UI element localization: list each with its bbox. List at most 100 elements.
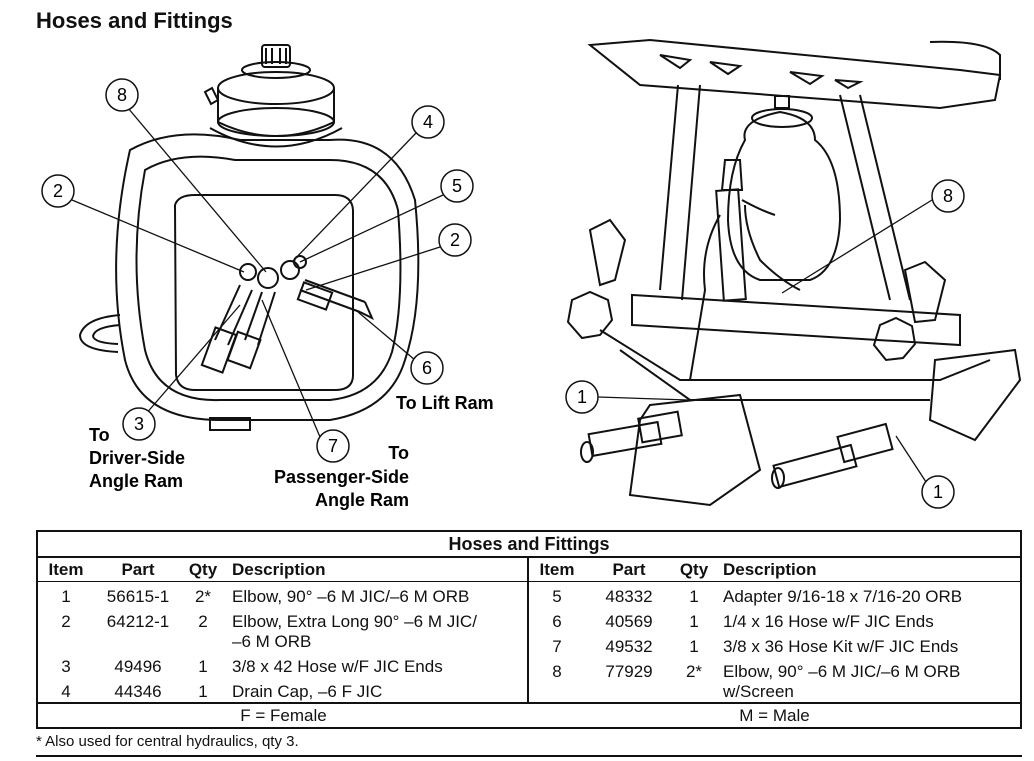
callout-8-right: 8 bbox=[931, 179, 965, 213]
cell-part: 49532 bbox=[605, 637, 653, 656]
cell-part: 64212-1 bbox=[106, 612, 170, 631]
cell-part: 56615-1 bbox=[106, 587, 170, 606]
label-to-lift-ram: To Lift Ram bbox=[396, 393, 494, 413]
cell-description: Drain Cap, –6 F JIC bbox=[232, 682, 383, 701]
cell-part: 77929 bbox=[605, 662, 653, 681]
svg-text:8: 8 bbox=[117, 85, 127, 105]
label-pass-line2: Angle Ram bbox=[315, 490, 409, 510]
header-description: Description bbox=[715, 558, 1020, 582]
table-legend: F = Female M = Male bbox=[38, 702, 1020, 727]
cell-item: 1 bbox=[61, 587, 71, 606]
callout-5: 5 bbox=[440, 169, 474, 203]
cell-qty: 1 bbox=[198, 682, 208, 701]
diagram-area: 8 4 2 5 2 6 3 7 To Lift Ram To Driver-Si… bbox=[41, 38, 1022, 510]
callout-2-upper: 2 bbox=[41, 174, 75, 208]
left-labels: To Lift Ram To Driver-Side Angle Ram To … bbox=[89, 393, 494, 510]
table-row: 6 40569 1 1/4 x 16 Hose w/F JIC Ends bbox=[529, 607, 1020, 632]
table-row: 8 77929 2* Elbow, 90° –6 M JIC/–6 M ORB … bbox=[529, 657, 1020, 702]
header-qty: Qty bbox=[182, 558, 224, 582]
right-leader-lines bbox=[597, 199, 933, 486]
svg-text:6: 6 bbox=[422, 358, 432, 378]
reservoir-illustration bbox=[78, 44, 420, 431]
legend-male: M = Male bbox=[739, 706, 810, 725]
cell-qty: 2* bbox=[685, 662, 703, 681]
cell-item: 3 bbox=[61, 657, 71, 676]
cell-description: 3/8 x 42 Hose w/F JIC Ends bbox=[232, 657, 443, 676]
svg-text:3: 3 bbox=[134, 414, 144, 434]
cell-description: 3/8 x 36 Hose Kit w/F JIC Ends bbox=[723, 637, 959, 656]
header-item: Item bbox=[529, 558, 585, 582]
cell-qty: 2* bbox=[194, 587, 212, 606]
label-pass-to: To bbox=[388, 443, 409, 463]
callout-4: 4 bbox=[411, 105, 445, 139]
cell-description: 1/4 x 16 Hose w/F JIC Ends bbox=[723, 612, 934, 631]
cell-item: 5 bbox=[552, 587, 562, 606]
callout-1-left: 1 bbox=[565, 380, 599, 414]
label-pass-line1: Passenger-Side bbox=[274, 467, 409, 487]
cell-description-line2: w/Screen bbox=[723, 682, 794, 701]
table-row: 7 49532 1 3/8 x 36 Hose Kit w/F JIC Ends bbox=[529, 632, 1020, 657]
cell-item: 4 bbox=[61, 682, 71, 701]
table-title: Hoses and Fittings bbox=[38, 532, 1020, 558]
callout-2-right: 2 bbox=[438, 223, 472, 257]
cell-part: 49496 bbox=[114, 657, 162, 676]
label-driver-line1: Driver-Side bbox=[89, 448, 185, 468]
header-item: Item bbox=[38, 558, 94, 582]
footnote: * Also used for central hydraulics, qty … bbox=[36, 733, 1022, 757]
cell-description: Elbow, 90° –6 M JIC/–6 M ORB w/Screen bbox=[715, 657, 1020, 702]
left-leader-lines bbox=[71, 107, 444, 438]
svg-text:7: 7 bbox=[328, 436, 338, 456]
header-part: Part bbox=[94, 558, 182, 582]
cell-description: Elbow, Extra Long 90° –6 M JIC/ –6 M ORB bbox=[224, 607, 527, 652]
cell-description-line1: Elbow, 90° –6 M JIC/–6 M ORB bbox=[723, 662, 961, 681]
cell-item: 8 bbox=[552, 662, 562, 681]
table-header-row: Item Part Qty Description bbox=[38, 558, 527, 582]
header-part: Part bbox=[585, 558, 673, 582]
cell-description-line2: –6 M ORB bbox=[232, 632, 312, 651]
table-header-row: Item Part Qty Description bbox=[529, 558, 1020, 582]
table-right-half: Item Part Qty Description 5 48332 1 Adap… bbox=[529, 558, 1020, 702]
cell-part: 40569 bbox=[605, 612, 653, 631]
cell-qty: 1 bbox=[198, 657, 208, 676]
cell-description: Adapter 9/16-18 x 7/16-20 ORB bbox=[723, 587, 963, 606]
svg-text:4: 4 bbox=[423, 112, 433, 132]
cell-item: 6 bbox=[552, 612, 562, 631]
table-left-half: Item Part Qty Description 1 56615-1 2* E… bbox=[38, 558, 529, 702]
svg-text:1: 1 bbox=[933, 482, 943, 502]
cell-description: Elbow, 90° –6 M JIC/–6 M ORB bbox=[232, 587, 470, 606]
cell-qty: 1 bbox=[689, 612, 699, 631]
legend-female: F = Female bbox=[240, 706, 327, 725]
cell-item: 7 bbox=[552, 637, 562, 656]
svg-text:2: 2 bbox=[53, 181, 63, 201]
callout-7: 7 bbox=[316, 429, 350, 463]
svg-text:8: 8 bbox=[943, 186, 953, 206]
label-driver-line2: Angle Ram bbox=[89, 471, 183, 491]
cell-part: 44346 bbox=[114, 682, 162, 701]
callout-6: 6 bbox=[410, 351, 444, 385]
callout-3: 3 bbox=[122, 407, 156, 441]
table-row: 4 44346 1 Drain Cap, –6 F JIC bbox=[38, 677, 527, 702]
table-row: 3 49496 1 3/8 x 42 Hose w/F JIC Ends bbox=[38, 652, 527, 677]
table-row: 1 56615-1 2* Elbow, 90° –6 M JIC/–6 M OR… bbox=[38, 582, 527, 608]
svg-text:5: 5 bbox=[452, 176, 462, 196]
header-qty: Qty bbox=[673, 558, 715, 582]
svg-text:1: 1 bbox=[577, 387, 587, 407]
cell-qty: 1 bbox=[689, 587, 699, 606]
right-callouts: 8 1 1 bbox=[565, 179, 965, 509]
table-row: 2 64212-1 2 Elbow, Extra Long 90° –6 M J… bbox=[38, 607, 527, 652]
left-callouts: 8 4 2 5 2 6 3 7 bbox=[41, 78, 474, 463]
cell-part: 48332 bbox=[605, 587, 653, 606]
callout-1-right: 1 bbox=[921, 475, 955, 509]
cell-description-line1: Elbow, Extra Long 90° –6 M JIC/ bbox=[232, 612, 477, 631]
cell-item: 2 bbox=[61, 612, 71, 631]
plow-frame-illustration bbox=[566, 38, 1022, 507]
parts-table: Hoses and Fittings Item Part Qty Descrip… bbox=[36, 530, 1022, 729]
cell-qty: 2 bbox=[198, 612, 208, 631]
table-row: 5 48332 1 Adapter 9/16-18 x 7/16-20 ORB bbox=[529, 582, 1020, 608]
cell-qty: 1 bbox=[689, 637, 699, 656]
label-driver-to: To bbox=[89, 425, 110, 445]
header-description: Description bbox=[224, 558, 527, 582]
callout-8-left: 8 bbox=[105, 78, 139, 112]
page-title: Hoses and Fittings bbox=[36, 8, 233, 33]
svg-text:2: 2 bbox=[450, 230, 460, 250]
